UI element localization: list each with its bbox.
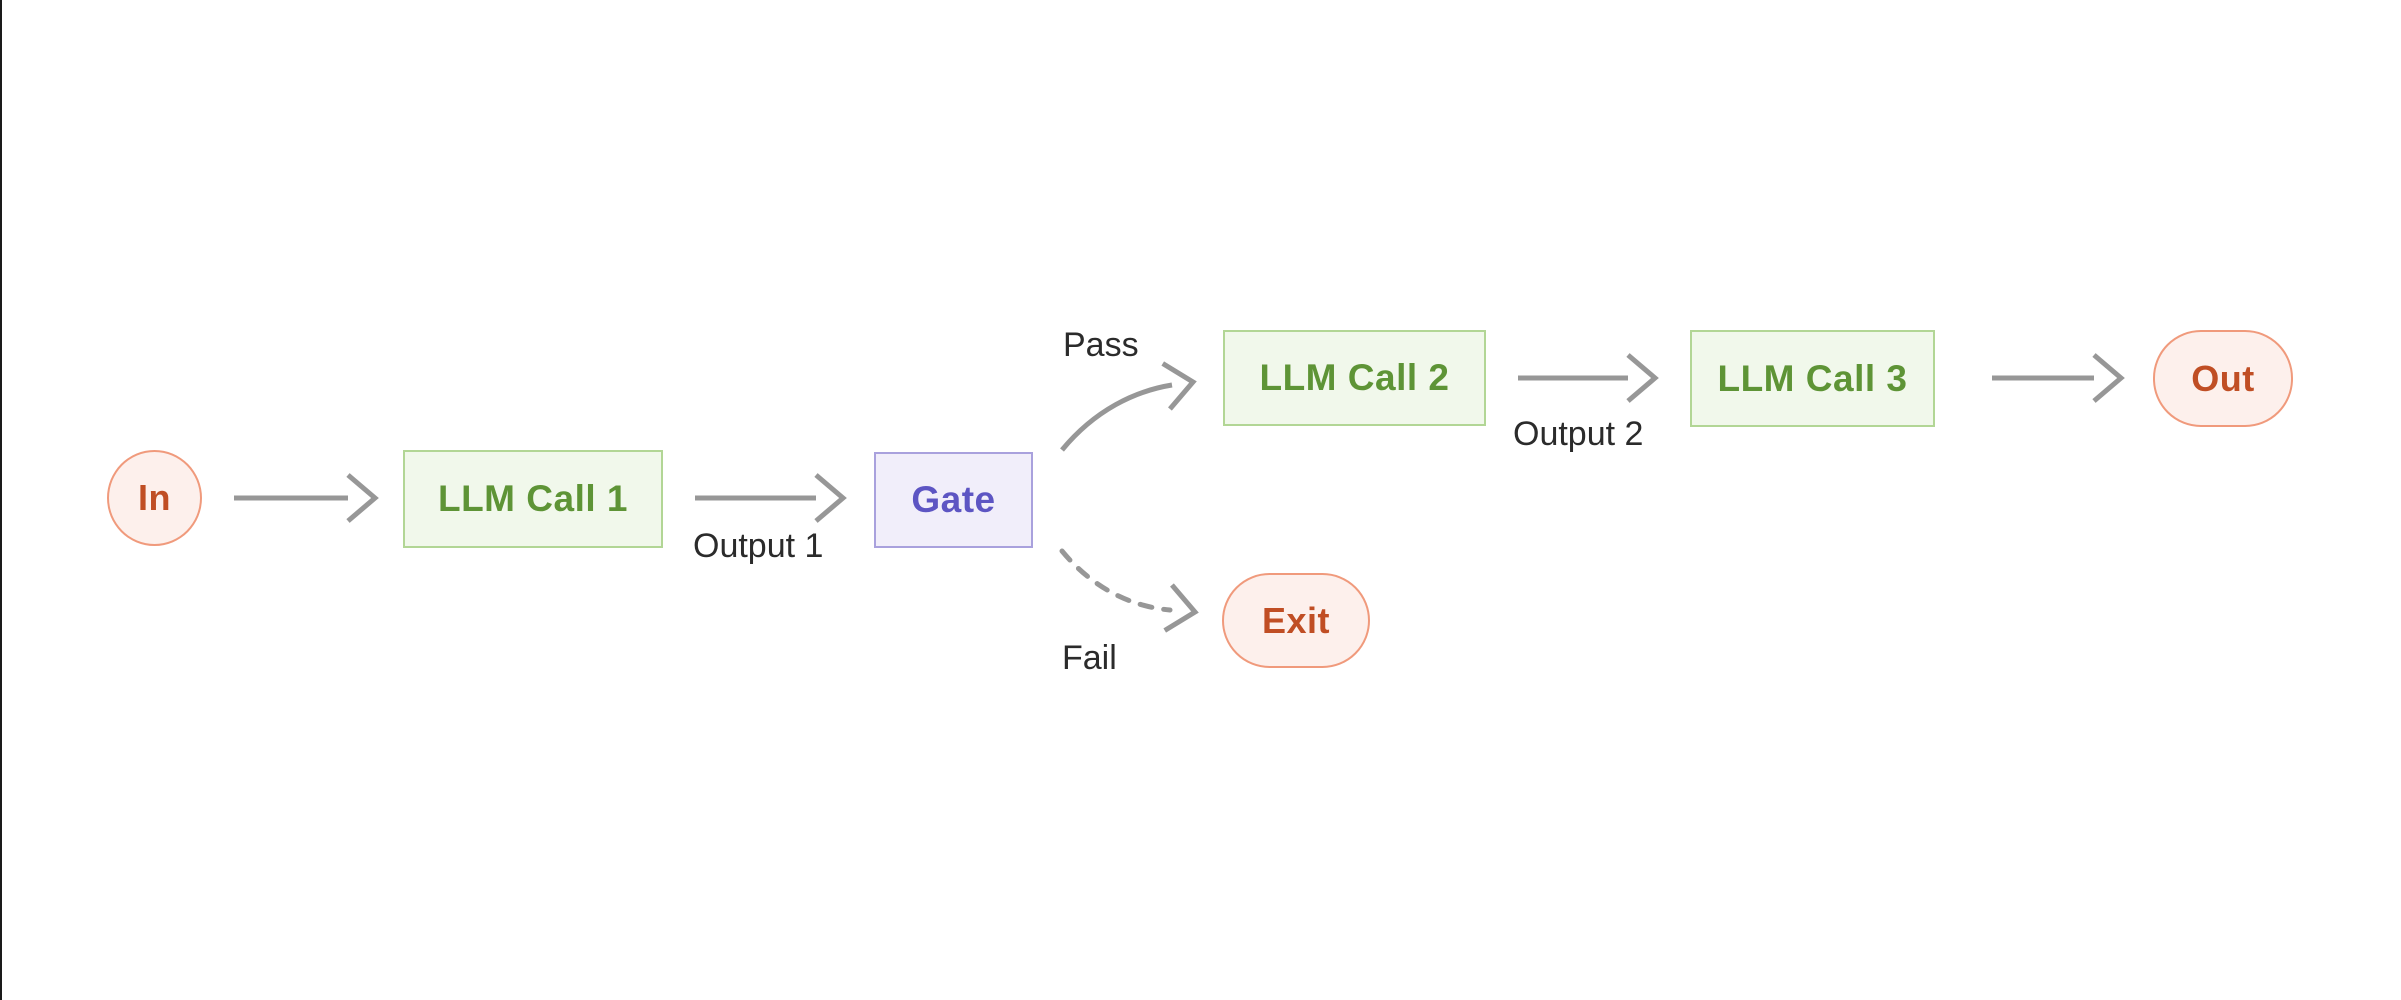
node-llm-call-2: LLM Call 2 <box>1223 330 1486 426</box>
arrow-llm-call-1-to-gate <box>695 473 847 523</box>
arrow-gate-to-exit-fail <box>1059 548 1199 633</box>
node-llm-call-1-label: LLM Call 1 <box>437 478 629 519</box>
edge-label-pass: Pass <box>1063 326 1139 364</box>
arrow-llm-call-3-to-out <box>1992 353 2125 403</box>
page-left-border-line <box>0 0 2 1000</box>
node-out-label: Out <box>2191 357 2255 399</box>
edge-label-output-2: Output 2 <box>1513 415 1644 453</box>
arrow-gate-to-llm-call-2-pass <box>1060 361 1197 452</box>
node-llm-call-2-label: LLM Call 2 <box>1259 357 1450 398</box>
node-in-label: In <box>138 477 171 518</box>
node-gate: Gate <box>874 452 1033 548</box>
edge-label-output-1: Output 1 <box>693 527 824 565</box>
node-llm-call-3-label: LLM Call 3 <box>1717 357 1908 399</box>
node-gate-label: Gate <box>911 479 996 520</box>
node-llm-call-1: LLM Call 1 <box>403 450 663 548</box>
node-in: In <box>107 450 202 546</box>
arrow-in-to-llm-call-1 <box>234 473 379 523</box>
node-out: Out <box>2153 330 2293 427</box>
node-exit: Exit <box>1222 573 1370 668</box>
node-exit-label: Exit <box>1261 599 1331 641</box>
node-llm-call-3: LLM Call 3 <box>1690 330 1935 427</box>
edge-label-fail: Fail <box>1062 639 1117 677</box>
arrow-llm-call-2-to-llm-call-3 <box>1518 353 1659 403</box>
